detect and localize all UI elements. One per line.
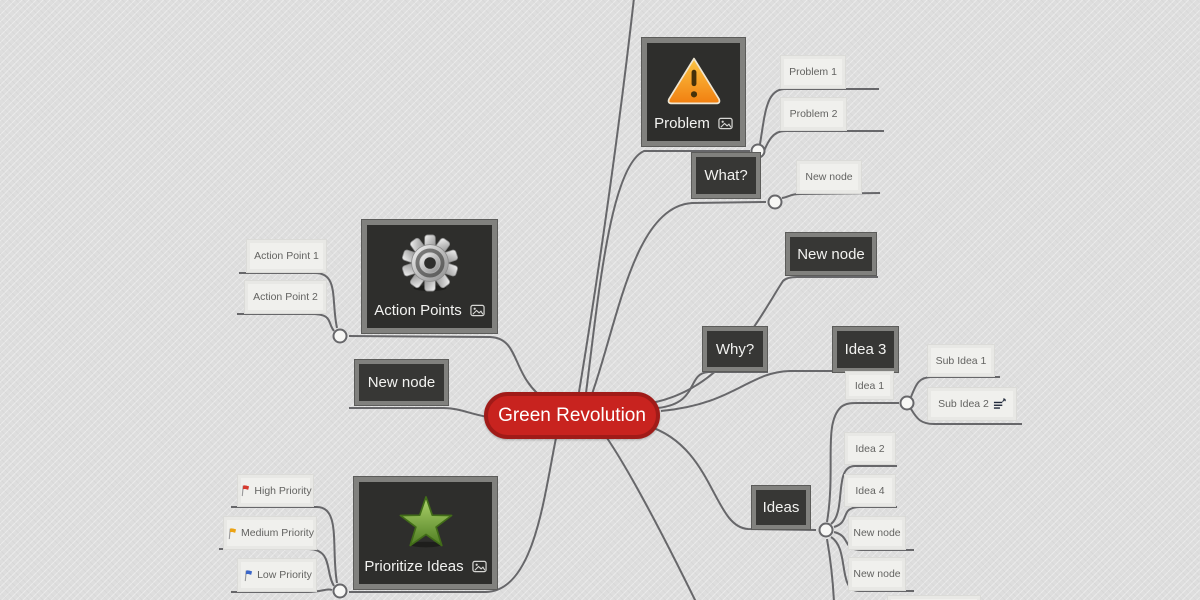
- node-label: High Priority: [254, 484, 312, 497]
- connector-root-why: [657, 371, 768, 409]
- connector-ideas-idea4: [833, 506, 897, 528]
- connector-ideas-newnode2: [830, 536, 914, 592]
- connector-root-ideas: [647, 425, 817, 531]
- node-new-node-left[interactable]: New node: [355, 360, 448, 405]
- node-label: New node: [853, 568, 901, 580]
- node-label: Sub Idea 1: [935, 354, 987, 367]
- gear-icon: [400, 233, 460, 293]
- node-action-points-label: Action Points: [374, 302, 462, 319]
- connector-ideas-newnode1: [833, 531, 914, 551]
- node-what-child[interactable]: New node: [797, 161, 861, 193]
- notes-icon[interactable]: [993, 398, 1006, 410]
- node-what[interactable]: What?: [692, 153, 760, 198]
- node-idea-3[interactable]: Idea 3: [833, 327, 898, 372]
- node-partial-offscreen[interactable]: [888, 596, 980, 600]
- node-low-priority[interactable]: Low Priority: [238, 559, 316, 591]
- star-icon: [397, 493, 455, 549]
- connector-idea1-sub1: [910, 376, 1000, 398]
- node-idea-2[interactable]: Idea 2: [845, 433, 895, 464]
- node-ideas[interactable]: Ideas: [752, 486, 810, 529]
- node-label: Medium Priority: [241, 527, 314, 539]
- connector-dot-action-points[interactable]: [332, 328, 348, 344]
- node-label: What?: [704, 167, 748, 184]
- node-label: Idea 3: [844, 341, 887, 358]
- node-high-priority[interactable]: High Priority: [238, 475, 313, 506]
- connector-root-offscreen-bottom: [606, 437, 697, 600]
- connector-prioritize-medium: [219, 548, 335, 587]
- node-problem[interactable]: Problem: [642, 38, 745, 146]
- connector-action-child1: [239, 272, 338, 329]
- node-label: Idea 1: [854, 379, 885, 392]
- node-label: Ideas: [762, 499, 800, 516]
- node-action-points[interactable]: Action Points: [362, 220, 497, 333]
- connector-root-what: [591, 201, 767, 395]
- node-label: Idea 4: [855, 484, 885, 497]
- node-label: New node: [853, 527, 901, 539]
- node-label: New node: [367, 374, 436, 391]
- connector-prioritize-high: [231, 506, 338, 584]
- node-label: Problem 1: [789, 66, 837, 78]
- connector-ideas-idea2: [830, 465, 897, 525]
- warning-icon: [666, 56, 722, 106]
- node-idea-4[interactable]: Idea 4: [845, 475, 895, 506]
- node-ideas-new-node-2[interactable]: New node: [849, 558, 905, 590]
- connector-idea1-sub2: [910, 408, 1022, 425]
- node-root[interactable]: Green Revolution: [484, 392, 660, 439]
- node-label: New node: [805, 171, 853, 183]
- node-root-label: Green Revolution: [498, 404, 646, 426]
- node-problem-child-2[interactable]: Problem 2: [781, 98, 846, 130]
- node-label: Action Point 1: [254, 250, 319, 262]
- connector-dot-ideas[interactable]: [818, 522, 834, 538]
- node-ideas-new-node-1[interactable]: New node: [849, 517, 905, 549]
- flag-icon: [226, 527, 237, 540]
- image-icon: [718, 117, 733, 130]
- node-prioritize-ideas[interactable]: Prioritize Ideas: [354, 477, 497, 589]
- image-icon: [470, 304, 485, 317]
- connector-prioritize-low: [231, 588, 333, 593]
- connector-root-newnode-left: [349, 407, 489, 418]
- connector-what-child: [781, 192, 881, 199]
- node-idea-1[interactable]: Idea 1: [846, 372, 893, 399]
- node-why[interactable]: Why?: [703, 327, 767, 371]
- connector-action-child2: [237, 313, 335, 332]
- connector-root-idea3: [660, 370, 899, 412]
- node-medium-priority[interactable]: Medium Priority: [224, 517, 316, 549]
- connector-root-action-points: [348, 335, 538, 394]
- connector-root-newnode-right: [650, 276, 878, 404]
- node-sub-idea-2[interactable]: Sub Idea 2: [928, 388, 1016, 420]
- node-label: Low Priority: [257, 569, 312, 581]
- node-label: Idea 2: [855, 442, 885, 455]
- connector-dot-what[interactable]: [767, 194, 783, 210]
- connector-root-offscreen-top: [578, 0, 635, 393]
- node-sub-idea-1[interactable]: Sub Idea 1: [928, 345, 994, 376]
- node-action-point-1[interactable]: Action Point 1: [247, 240, 326, 272]
- node-label: Action Point 2: [253, 291, 318, 303]
- image-icon: [471, 560, 487, 573]
- flag-icon: [242, 569, 253, 582]
- node-label: Problem 2: [789, 108, 838, 120]
- connector-group: [219, 0, 1022, 600]
- connector-ideas-offscreen: [826, 538, 835, 600]
- node-label: Why?: [715, 340, 755, 358]
- connector-root-problem: [585, 150, 750, 394]
- connector-problem-child1: [759, 88, 879, 145]
- connector-ideas-idea1: [826, 402, 899, 523]
- flag-icon: [239, 484, 250, 497]
- node-problem-label: Problem: [654, 115, 710, 132]
- connector-dot-idea1[interactable]: [899, 395, 915, 411]
- connector-root-prioritize: [349, 437, 557, 593]
- node-label: Sub Idea 2: [938, 398, 989, 410]
- node-action-point-2[interactable]: Action Point 2: [245, 281, 326, 313]
- node-label: New node: [797, 245, 865, 263]
- node-prioritize-ideas-label: Prioritize Ideas: [364, 558, 464, 575]
- node-problem-child-1[interactable]: Problem 1: [781, 56, 845, 88]
- node-new-node-right[interactable]: New node: [786, 233, 876, 275]
- connector-problem-child2: [760, 130, 884, 158]
- connector-dot-prioritize[interactable]: [332, 583, 348, 599]
